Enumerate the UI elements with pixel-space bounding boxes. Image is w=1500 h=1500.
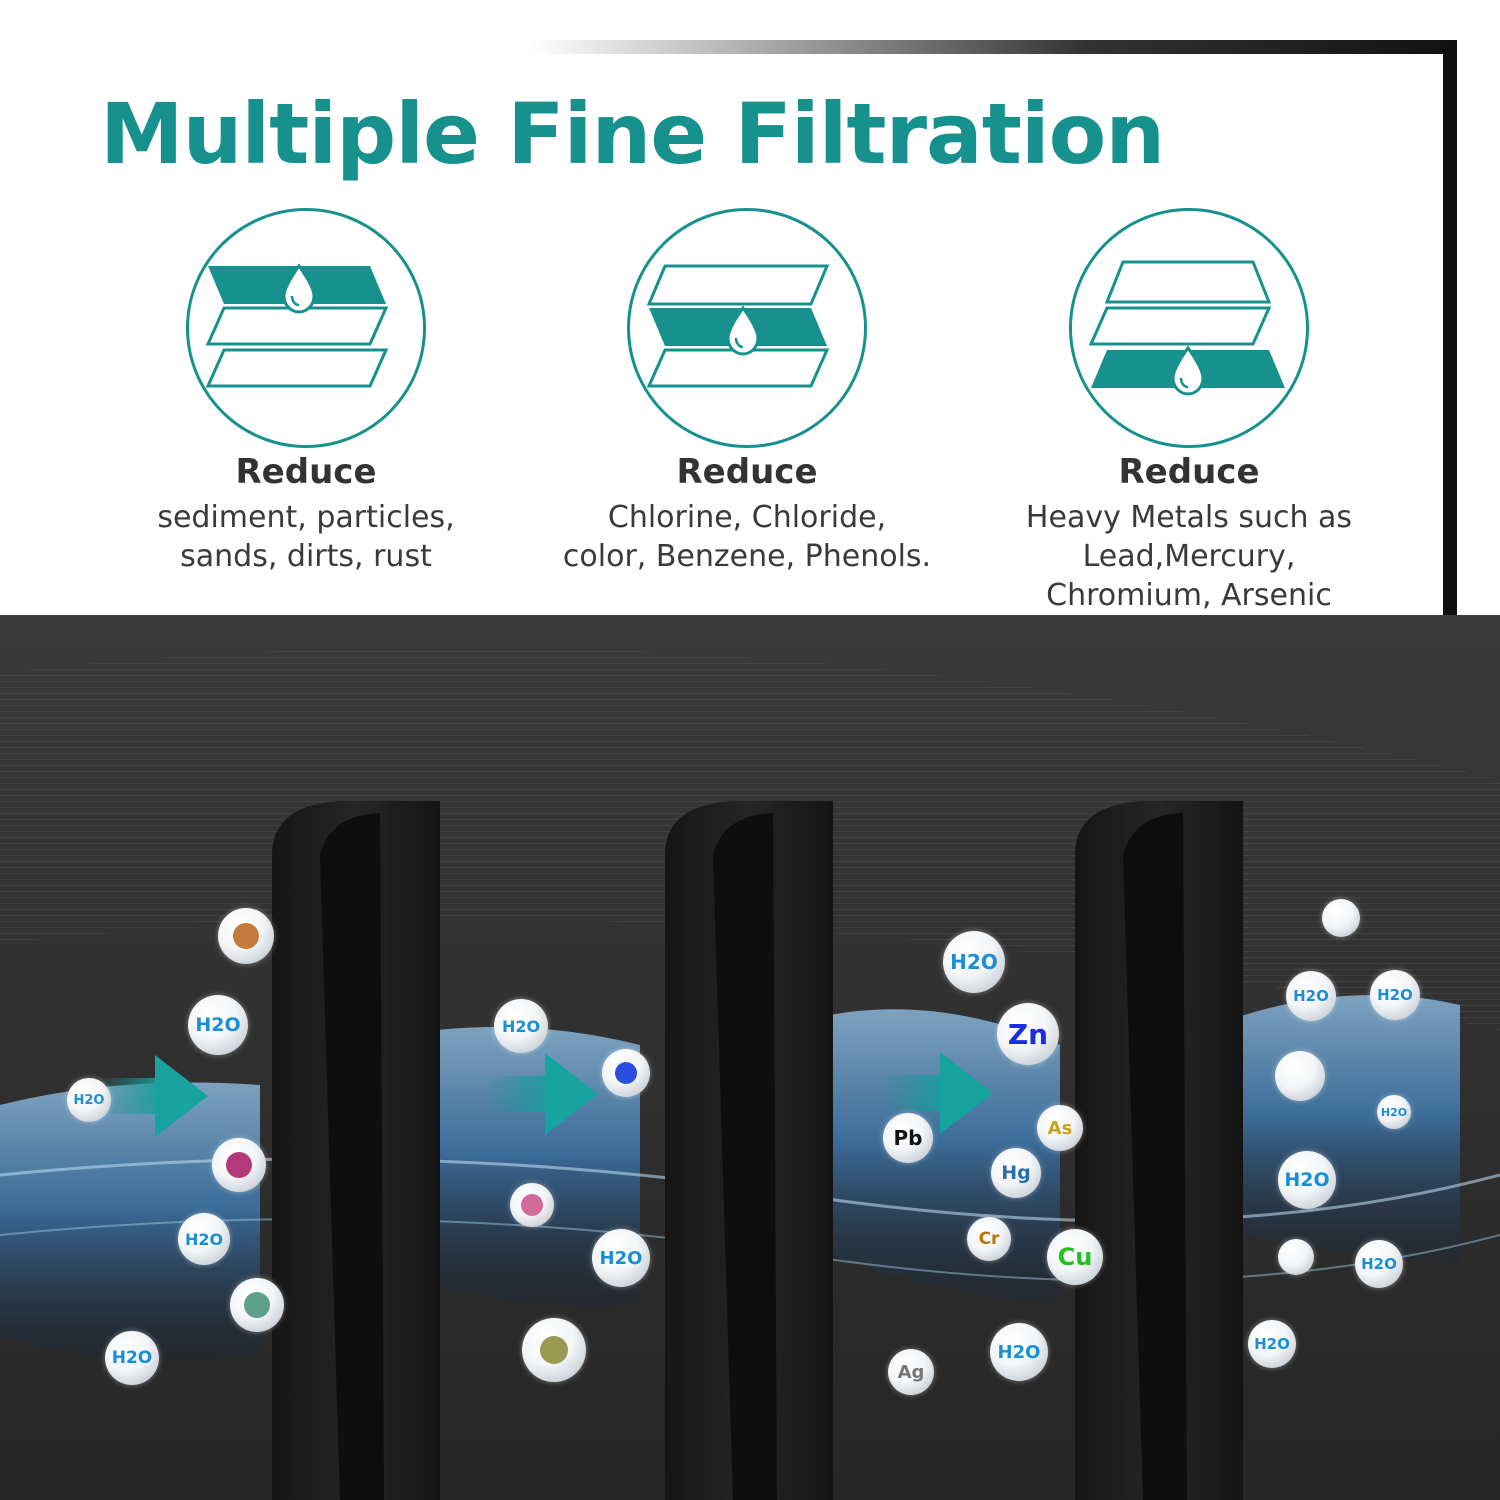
stage-3-heading: Reduce (1118, 452, 1260, 492)
chemical-particle-icon (522, 1318, 586, 1382)
filter-layers-middle-icon (646, 264, 830, 388)
stage-1-heading: Reduce (235, 452, 377, 492)
water-molecule-icon: H2O (1370, 970, 1420, 1020)
flow-arrow-icon (95, 1055, 208, 1137)
sediment-particle-icon (218, 908, 274, 964)
water-molecule-icon: H2O (1377, 1095, 1411, 1129)
filtration-illustration: H2O H2O H2O H2O H2O H2O H2O H2O H2O H2O … (0, 615, 1500, 1500)
page-title: Multiple Fine Filtration (100, 85, 1165, 183)
filter-wall-1 (272, 801, 440, 1500)
filtration-scene (0, 615, 1500, 1500)
chemical-particle-icon (602, 1049, 650, 1097)
water-molecule-icon: H2O (494, 999, 548, 1053)
sediment-particle-icon (230, 1278, 284, 1332)
water-molecule-icon: H2O (1248, 1320, 1296, 1368)
arsenic-element-icon: As (1037, 1105, 1083, 1151)
stage-2-heading: Reduce (676, 452, 818, 492)
water-molecule-icon: H2O (592, 1229, 650, 1287)
lead-element-icon: Pb (883, 1113, 933, 1163)
water-molecule-icon: H2O (67, 1078, 111, 1122)
decorative-gradient-bar (530, 40, 1457, 54)
decorative-frame-edge (1443, 40, 1457, 615)
sediment-particle-icon (212, 1138, 266, 1192)
water-drop-icon (282, 263, 316, 314)
stage-1-circle (186, 208, 426, 448)
chemical-particle-icon (510, 1183, 554, 1227)
filter-wall-3 (1075, 801, 1243, 1500)
stage-2-circle (627, 208, 867, 448)
stage-3-circle (1069, 208, 1309, 448)
silver-element-icon: Ag (888, 1349, 934, 1395)
filter-layers-bottom-icon (1088, 260, 1285, 396)
water-molecule-icon: H2O (178, 1213, 230, 1265)
mercury-element-icon: Hg (991, 1148, 1041, 1198)
flow-arrow-icon (485, 1053, 598, 1135)
water-molecule-icon: H2O (1286, 971, 1336, 1021)
water-molecule-icon: H2O (105, 1331, 159, 1385)
stage-1-description: sediment, particles, sands, dirts, rust (157, 500, 455, 574)
clean-bubble-icon (1322, 899, 1360, 937)
water-drop-icon (1171, 345, 1205, 396)
water-molecule-icon: H2O (1278, 1151, 1336, 1209)
chromium-element-icon: Cr (967, 1217, 1011, 1261)
water-molecule-icon: H2O (990, 1323, 1048, 1381)
filter-layers-top-icon (205, 263, 389, 388)
stage-2-description: Chlorine, Chloride, color, Benzene, Phen… (562, 500, 932, 574)
flow-arrow-icon (880, 1052, 993, 1134)
filter-wall-2 (665, 801, 833, 1500)
clean-bubble-icon (1275, 1051, 1325, 1101)
copper-element-icon: Cu (1047, 1229, 1103, 1285)
water-drop-icon (726, 305, 760, 356)
water-molecule-icon: H2O (1355, 1240, 1403, 1288)
stage-3-description: Heavy Metals such as Lead,Mercury, Chrom… (1025, 500, 1353, 613)
water-molecule-icon: H2O (943, 931, 1005, 993)
clean-bubble-icon (1278, 1239, 1314, 1275)
zinc-element-icon: Zn (997, 1003, 1059, 1065)
header-panel: Multiple Fine Filtration Reduce sediment… (0, 0, 1500, 615)
water-molecule-icon: H2O (188, 995, 248, 1055)
